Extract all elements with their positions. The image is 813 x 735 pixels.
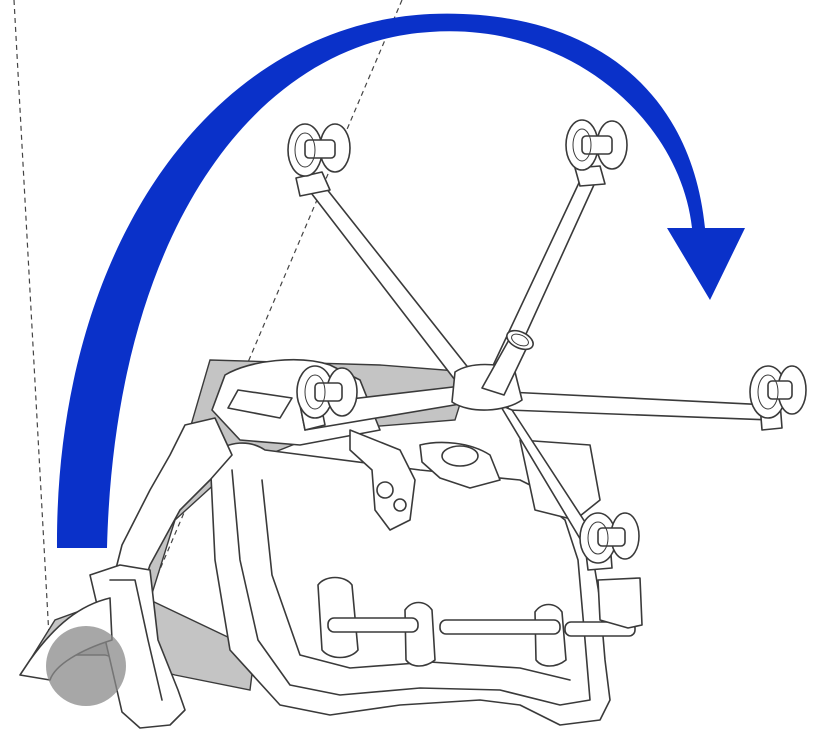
chair-base: [299, 169, 771, 553]
mechanism: [211, 359, 601, 531]
dashed-guide-left: [13, 0, 51, 656]
caster-top-left: [287, 123, 351, 197]
caster-bottom: [579, 512, 640, 571]
dashed-guide-center: [117, 0, 403, 669]
contact-point-icon: [46, 626, 126, 706]
dashed-guides: [13, 0, 403, 669]
caster-right: [749, 365, 807, 431]
caster-mid-left: [296, 365, 358, 431]
caster-top-right: [565, 119, 628, 187]
casters: [287, 119, 807, 571]
